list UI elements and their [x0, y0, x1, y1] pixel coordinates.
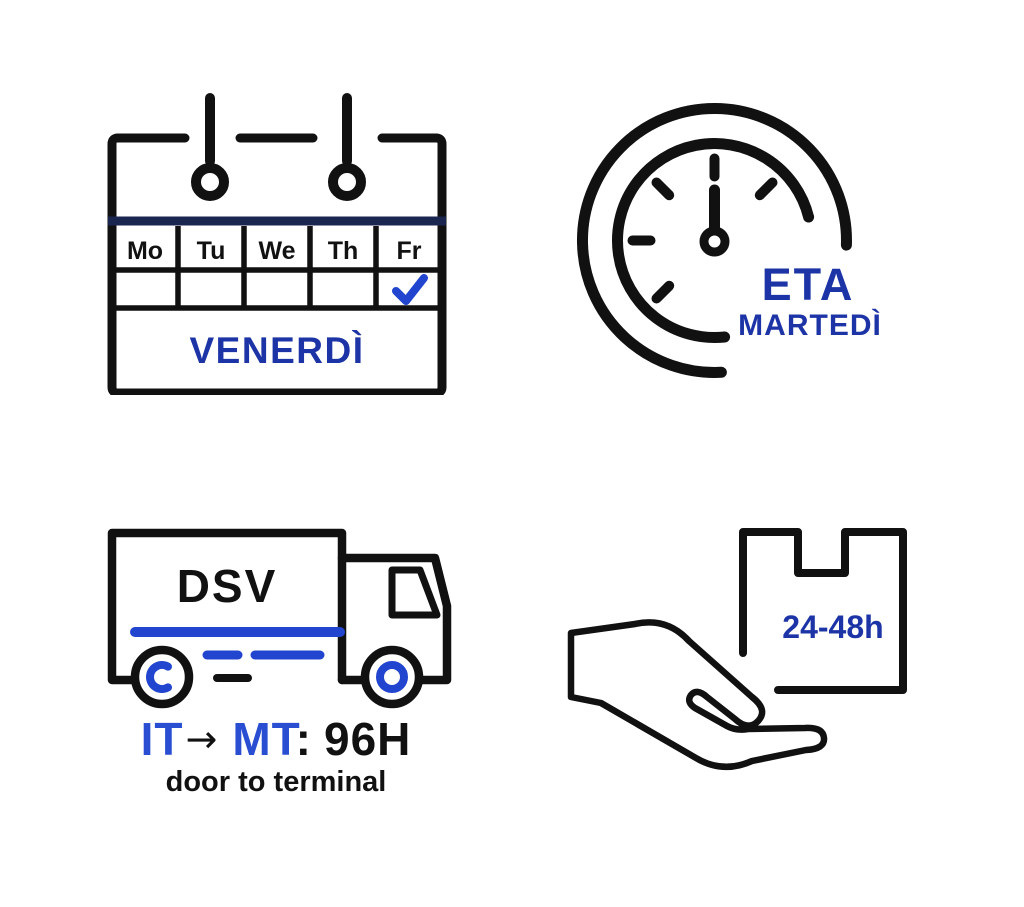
eta-label: ETA: [762, 259, 855, 310]
wheel-rear: [130, 645, 194, 709]
delivery-duration-label: 24-48h: [782, 609, 883, 645]
route-separator: :: [295, 713, 312, 765]
calendar-ring-left: [191, 163, 229, 201]
route-destination: MT: [232, 713, 296, 765]
calendar-body-outline: [107, 133, 447, 395]
route-duration: 96H: [324, 713, 412, 765]
transit-scope-label: door to terminal: [165, 766, 387, 798]
route-origin: IT: [140, 713, 184, 765]
calendar-icon: Mo Tu We Th Fr VENERDÌ: [107, 93, 447, 395]
eta-day-label: MARTEDÌ: [738, 308, 882, 342]
clock-icon: ETA MARTEDÌ: [577, 103, 882, 378]
calendar-day-name-label: VENERDÌ: [190, 330, 365, 371]
wheel-front-hub: [376, 661, 408, 693]
truck-window: [388, 566, 441, 619]
transit-time-line: IT→ MT:96H: [90, 712, 462, 766]
right-arrow-icon: →: [185, 717, 219, 761]
calendar-ring-right: [328, 163, 366, 201]
day-label-we: We: [258, 237, 295, 265]
truck-cargo-box: [107, 528, 347, 685]
clock-face-ring: [612, 138, 815, 344]
day-label-tu: Tu: [197, 237, 226, 265]
truck-brand-label: DSV: [177, 560, 278, 612]
parcel-box: [739, 528, 907, 694]
calendar-grid: [112, 226, 442, 311]
truck-icon: DSV: [107, 528, 452, 709]
day-label-th: Th: [328, 237, 359, 265]
clock-hub: [699, 226, 730, 257]
wheel-rear-hub-arc: [146, 661, 172, 693]
day-label-fr: Fr: [397, 237, 422, 265]
check-icon: [392, 274, 428, 305]
clock-outer-ring: [577, 103, 852, 378]
day-label-mo: Mo: [127, 237, 163, 265]
open-hand: [567, 619, 828, 770]
clock-ticks: [627, 153, 778, 304]
hand-box-icon: 24-48h: [567, 528, 907, 770]
